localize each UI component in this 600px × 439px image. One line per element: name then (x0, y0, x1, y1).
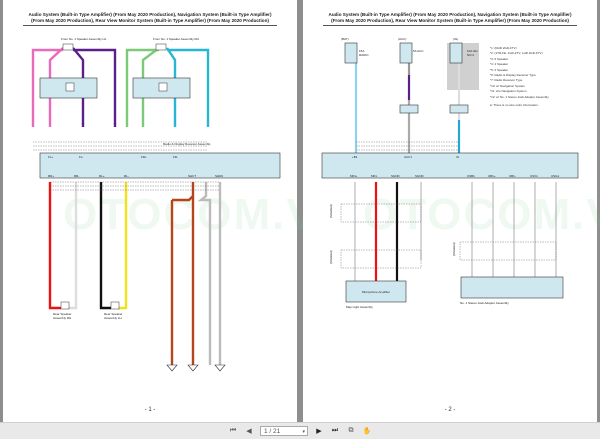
rear-rh-label: Rear Speaker Assembly RH (53, 312, 72, 320)
fuse-value: 15A RADIO (359, 49, 369, 57)
page-title: Audio System (Built-in Type Amplifier) (… (23, 12, 277, 26)
mic-amp-label: Microphone Amplifier (361, 290, 390, 294)
copy-icon[interactable]: ⧉ (348, 427, 354, 434)
pdf-toolbar: ⏮ ◀ 1 / 21 ▾ ▶ ⏭ ⧉ ✋ (0, 422, 600, 439)
watermark: OTOCOM.VN (363, 190, 600, 239)
speaker-rh-label: From No. 1 Speaker Assembly RH (153, 37, 199, 41)
chevron-down-icon[interactable]: ▾ (302, 429, 305, 435)
map-light-label: Map Light Assembly (346, 305, 373, 309)
jack-adapter-box (460, 276, 564, 299)
terminal-label: RR- (74, 174, 79, 178)
terminal-label: RL+ (99, 174, 105, 178)
wiring-diagram-1: FL+ FL- FR+ FR- RR+ RR- RL+ RL- SHCT SHD0 (31, 43, 281, 372)
shielded-label: (Shielded) (329, 250, 333, 264)
fuse-value: 10A IG1 NO.2 (467, 49, 478, 57)
shielded-label: (Shielded) (452, 242, 456, 256)
terminal-label: FR+ (141, 155, 147, 159)
terminal-label: USB1 (467, 174, 475, 178)
legend-item: *11: w/o Navigation System (490, 89, 527, 94)
prev-page-button[interactable]: ◀ (246, 428, 252, 435)
fuse-value: 5A ACC (413, 49, 424, 53)
legend-item: *3: 6 Speaker (490, 56, 509, 61)
terminal-label: SHCT (188, 174, 196, 178)
terminal-label: ACC1 (404, 155, 412, 159)
terminal-label: FL+ (48, 155, 54, 159)
legend-item: *10: w/ Navigation System (490, 83, 526, 88)
terminal-label: FR- (173, 155, 178, 159)
terminal-label: SHD0 (215, 174, 223, 178)
shielded-label: (Shielded) (329, 204, 333, 218)
last-page-button[interactable]: ⏭ (331, 427, 339, 434)
rear-lh-label: Rear Speaker Assembly LH (104, 312, 123, 320)
speaker-icon (60, 43, 168, 310)
terminal-label: UB1- (509, 174, 516, 178)
terminal-label: UB1+ (488, 174, 496, 178)
terminal-label: FL- (79, 155, 84, 159)
terminal-label: RL- (124, 174, 129, 178)
page-title: Audio System (Built-in Type Amplifier) (… (323, 12, 577, 26)
legend-item: *5: 2 Speaker (490, 67, 509, 72)
legend-item: *6: Radio & Display Receiver Type (490, 73, 536, 78)
legend: *1: (RHD 2GD-FTV) *2: (1TR-FE, 1GD-FTV, … (490, 46, 549, 108)
pdf-page-1: Audio System (Built-in Type Amplifier) (… (3, 0, 350, 422)
hand-tool-icon[interactable]: ✋ (362, 428, 372, 435)
page-number: - 2 - (444, 407, 456, 413)
wiring-diagram-2: +B1 ACC1 IG MIN+ MIN- SGND SGND USB1 UB1+ UB1- U… (321, 42, 579, 303)
fuse-label: (IG) (453, 37, 459, 41)
pdf-page-2: Audio System (Built-in Type Amplifier) (… (303, 0, 600, 422)
first-page-button[interactable]: ⏮ (229, 427, 237, 434)
terminal-label: SGND (391, 174, 401, 178)
terminal-label: SGND (415, 174, 425, 178)
watermark: OTOCOM.VN (63, 190, 352, 239)
legend-item: *12: w/ No. 1 Stereo Jack Adapter Assemb… (490, 94, 549, 99)
fuse-label: (BAT) (341, 37, 349, 41)
mic-amp-box (345, 280, 407, 303)
next-page-button[interactable]: ▶ (316, 428, 322, 435)
legend-item: *1: (RHD 2GD-FTV) (490, 46, 517, 50)
terminal-label: MIN- (371, 174, 378, 178)
legend-item: ●: There is no wire color information. (490, 103, 539, 108)
jack-adapter-label: No. 1 Stereo Jack Adapter Assembly (460, 301, 509, 305)
legend-item: *7: Radio Receiver Type (490, 78, 523, 83)
ground-icon (166, 364, 226, 372)
speaker-lh-label: From No. 1 Speaker Assembly LH (61, 37, 107, 41)
page-number: - 1 - (144, 407, 156, 413)
page-number-input[interactable]: 1 / 21 ▾ (260, 426, 308, 436)
amplifier-box (321, 152, 579, 179)
legend-item: *4: 4 Speaker (490, 62, 509, 67)
terminal-label: MIN+ (350, 174, 357, 178)
terminal-label: +B1 (352, 155, 358, 159)
fuse-label: (ACC) (398, 37, 407, 41)
terminal-label: IG (456, 155, 460, 159)
terminal-label: USG1 (551, 174, 560, 178)
amplifier-box (39, 152, 281, 179)
terminal-label: USV1 (530, 174, 538, 178)
amp-note: Radio & Display Receiver Assembly (163, 142, 211, 146)
legend-item: *2: (1TR-FE, 1GD-FTV, LHD 2GD-FTV) (490, 51, 543, 56)
terminal-label: RR+ (48, 174, 54, 178)
page-value: 1 / 21 (264, 428, 281, 435)
